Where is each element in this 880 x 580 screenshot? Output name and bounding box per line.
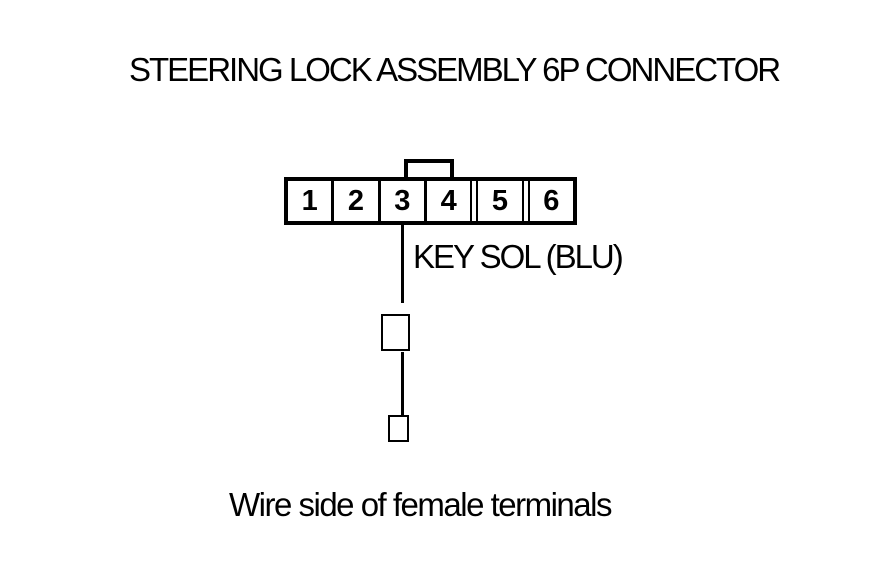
connector-body: 1 2 3 4 5 6 (284, 177, 577, 225)
pin-cell-6: 6 (527, 181, 573, 221)
pin-cell-4: 4 (427, 181, 473, 221)
wire-segment-upper (401, 225, 404, 303)
pin-cell-5: 5 (476, 181, 524, 221)
pin-cell-3: 3 (381, 181, 427, 221)
pin-cell-1: 1 (288, 181, 335, 221)
connector-polarity-tab (404, 159, 454, 177)
terminal-symbol-small (388, 415, 409, 442)
wire-label: KEY SOL (BLU) (413, 238, 624, 275)
pin-cell-2: 2 (334, 181, 381, 221)
terminal-symbol-large (381, 314, 410, 351)
caption-wire-side: Wire side of female terminals (229, 486, 612, 523)
diagram-title: STEERING LOCK ASSEMBLY 6P CONNECTOR (129, 51, 781, 88)
wire-segment-lower (401, 352, 404, 416)
